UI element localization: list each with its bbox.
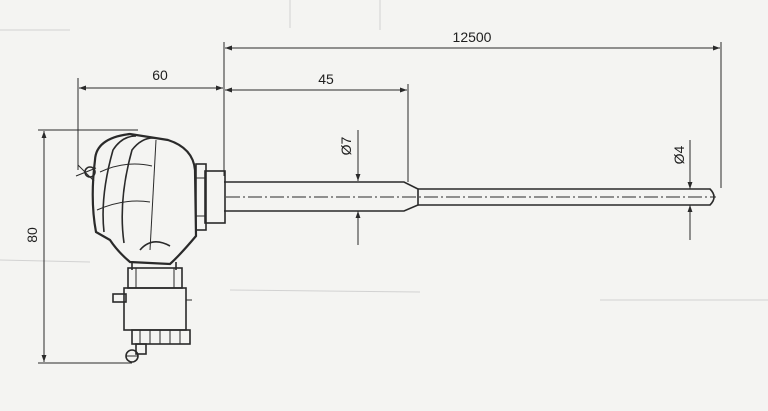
tip-diameter-label: Ø4 <box>671 145 687 164</box>
head-width-label: 60 <box>152 67 168 83</box>
dimension-lines <box>38 42 722 364</box>
connection-head <box>75 132 198 270</box>
cable-gland <box>112 267 192 363</box>
step-length-label: 45 <box>318 71 334 87</box>
background-bleed <box>0 0 768 301</box>
height-label: 80 <box>24 227 40 243</box>
step-diameter-label: Ø7 <box>338 136 354 155</box>
probe-fitting <box>195 163 226 231</box>
overall-length-label: 12500 <box>453 29 492 45</box>
probe-sheath <box>224 181 716 212</box>
